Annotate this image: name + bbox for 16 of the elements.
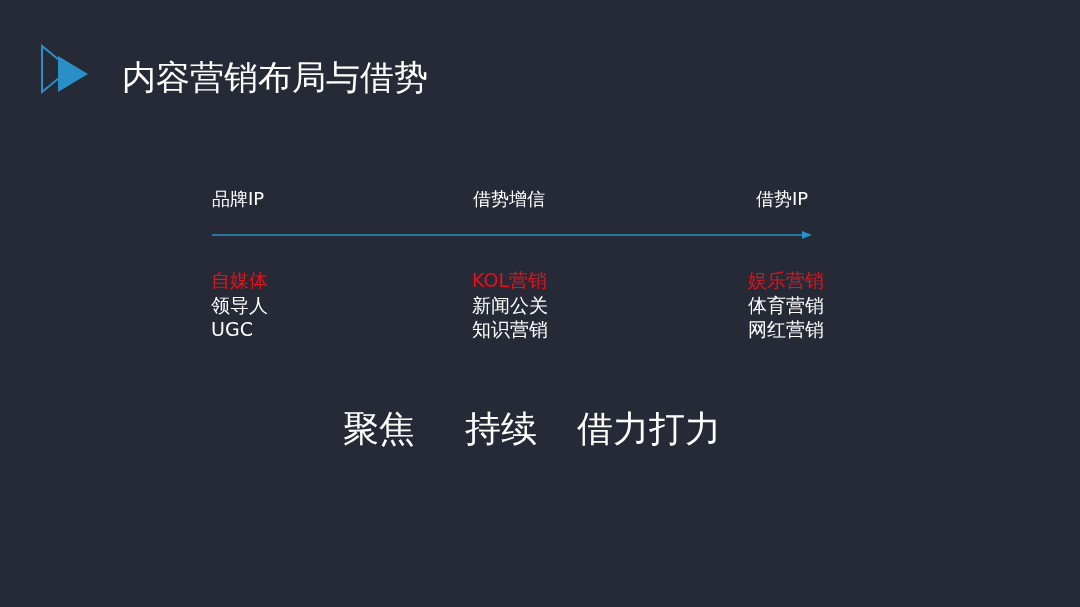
highlight-text: 娱乐营销 — [748, 270, 824, 292]
slide-title: 内容营销布局与借势 — [122, 58, 428, 98]
stage-label: 借势IP — [756, 189, 809, 210]
stage-label: 借势增信 — [473, 189, 545, 210]
highlight-text: 自媒体 — [211, 270, 268, 292]
keyword-text: 持续 — [465, 408, 537, 450]
stage-label: 品牌IP — [212, 189, 265, 210]
list-item: 体育营销 — [748, 295, 824, 317]
highlight-text: KOL营销 — [472, 270, 547, 292]
list-item: UGC — [211, 319, 253, 341]
list-item: 知识营销 — [472, 319, 548, 341]
list-item: 网红营销 — [748, 319, 824, 341]
keyword-text: 聚焦 — [343, 408, 415, 450]
list-item: 领导人 — [211, 295, 268, 317]
list-item: 新闻公关 — [472, 295, 548, 317]
keyword-text: 借力打力 — [577, 408, 721, 450]
